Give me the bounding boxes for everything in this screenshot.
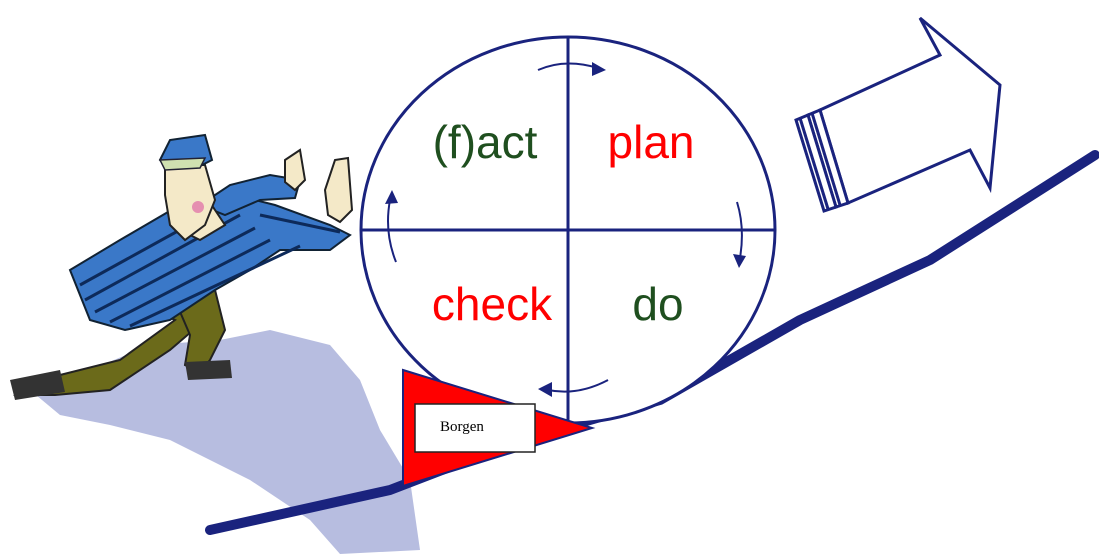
pdca-circle: (f)act plan check do	[359, 35, 777, 425]
person-front-shoe	[185, 360, 232, 380]
wedge-label-box	[414, 403, 536, 453]
cycle-arrow-icon	[385, 190, 398, 263]
person-shadow	[30, 330, 420, 554]
cycle-arrow-icon	[733, 201, 746, 268]
plan-label: plan	[608, 116, 695, 168]
person-upper-hand	[284, 148, 307, 192]
cycle-arrow-icon	[538, 379, 609, 397]
check-label: check	[432, 278, 553, 330]
do-label: do	[632, 278, 683, 330]
person-back-shoe	[10, 370, 65, 400]
big-arrow-icon	[794, 16, 1002, 213]
cycle-arrow-icon	[537, 62, 606, 76]
person-upper-arm	[197, 173, 302, 217]
wedge-label: Borgen	[440, 419, 484, 435]
person-nose	[192, 201, 204, 213]
person-head	[164, 164, 217, 242]
person-pushing-illustration	[10, 133, 354, 400]
wedge: Borgen	[402, 368, 596, 488]
act-label: (f)act	[433, 116, 538, 168]
person-cap-brim	[158, 157, 207, 171]
person-lower-hand	[323, 156, 354, 224]
